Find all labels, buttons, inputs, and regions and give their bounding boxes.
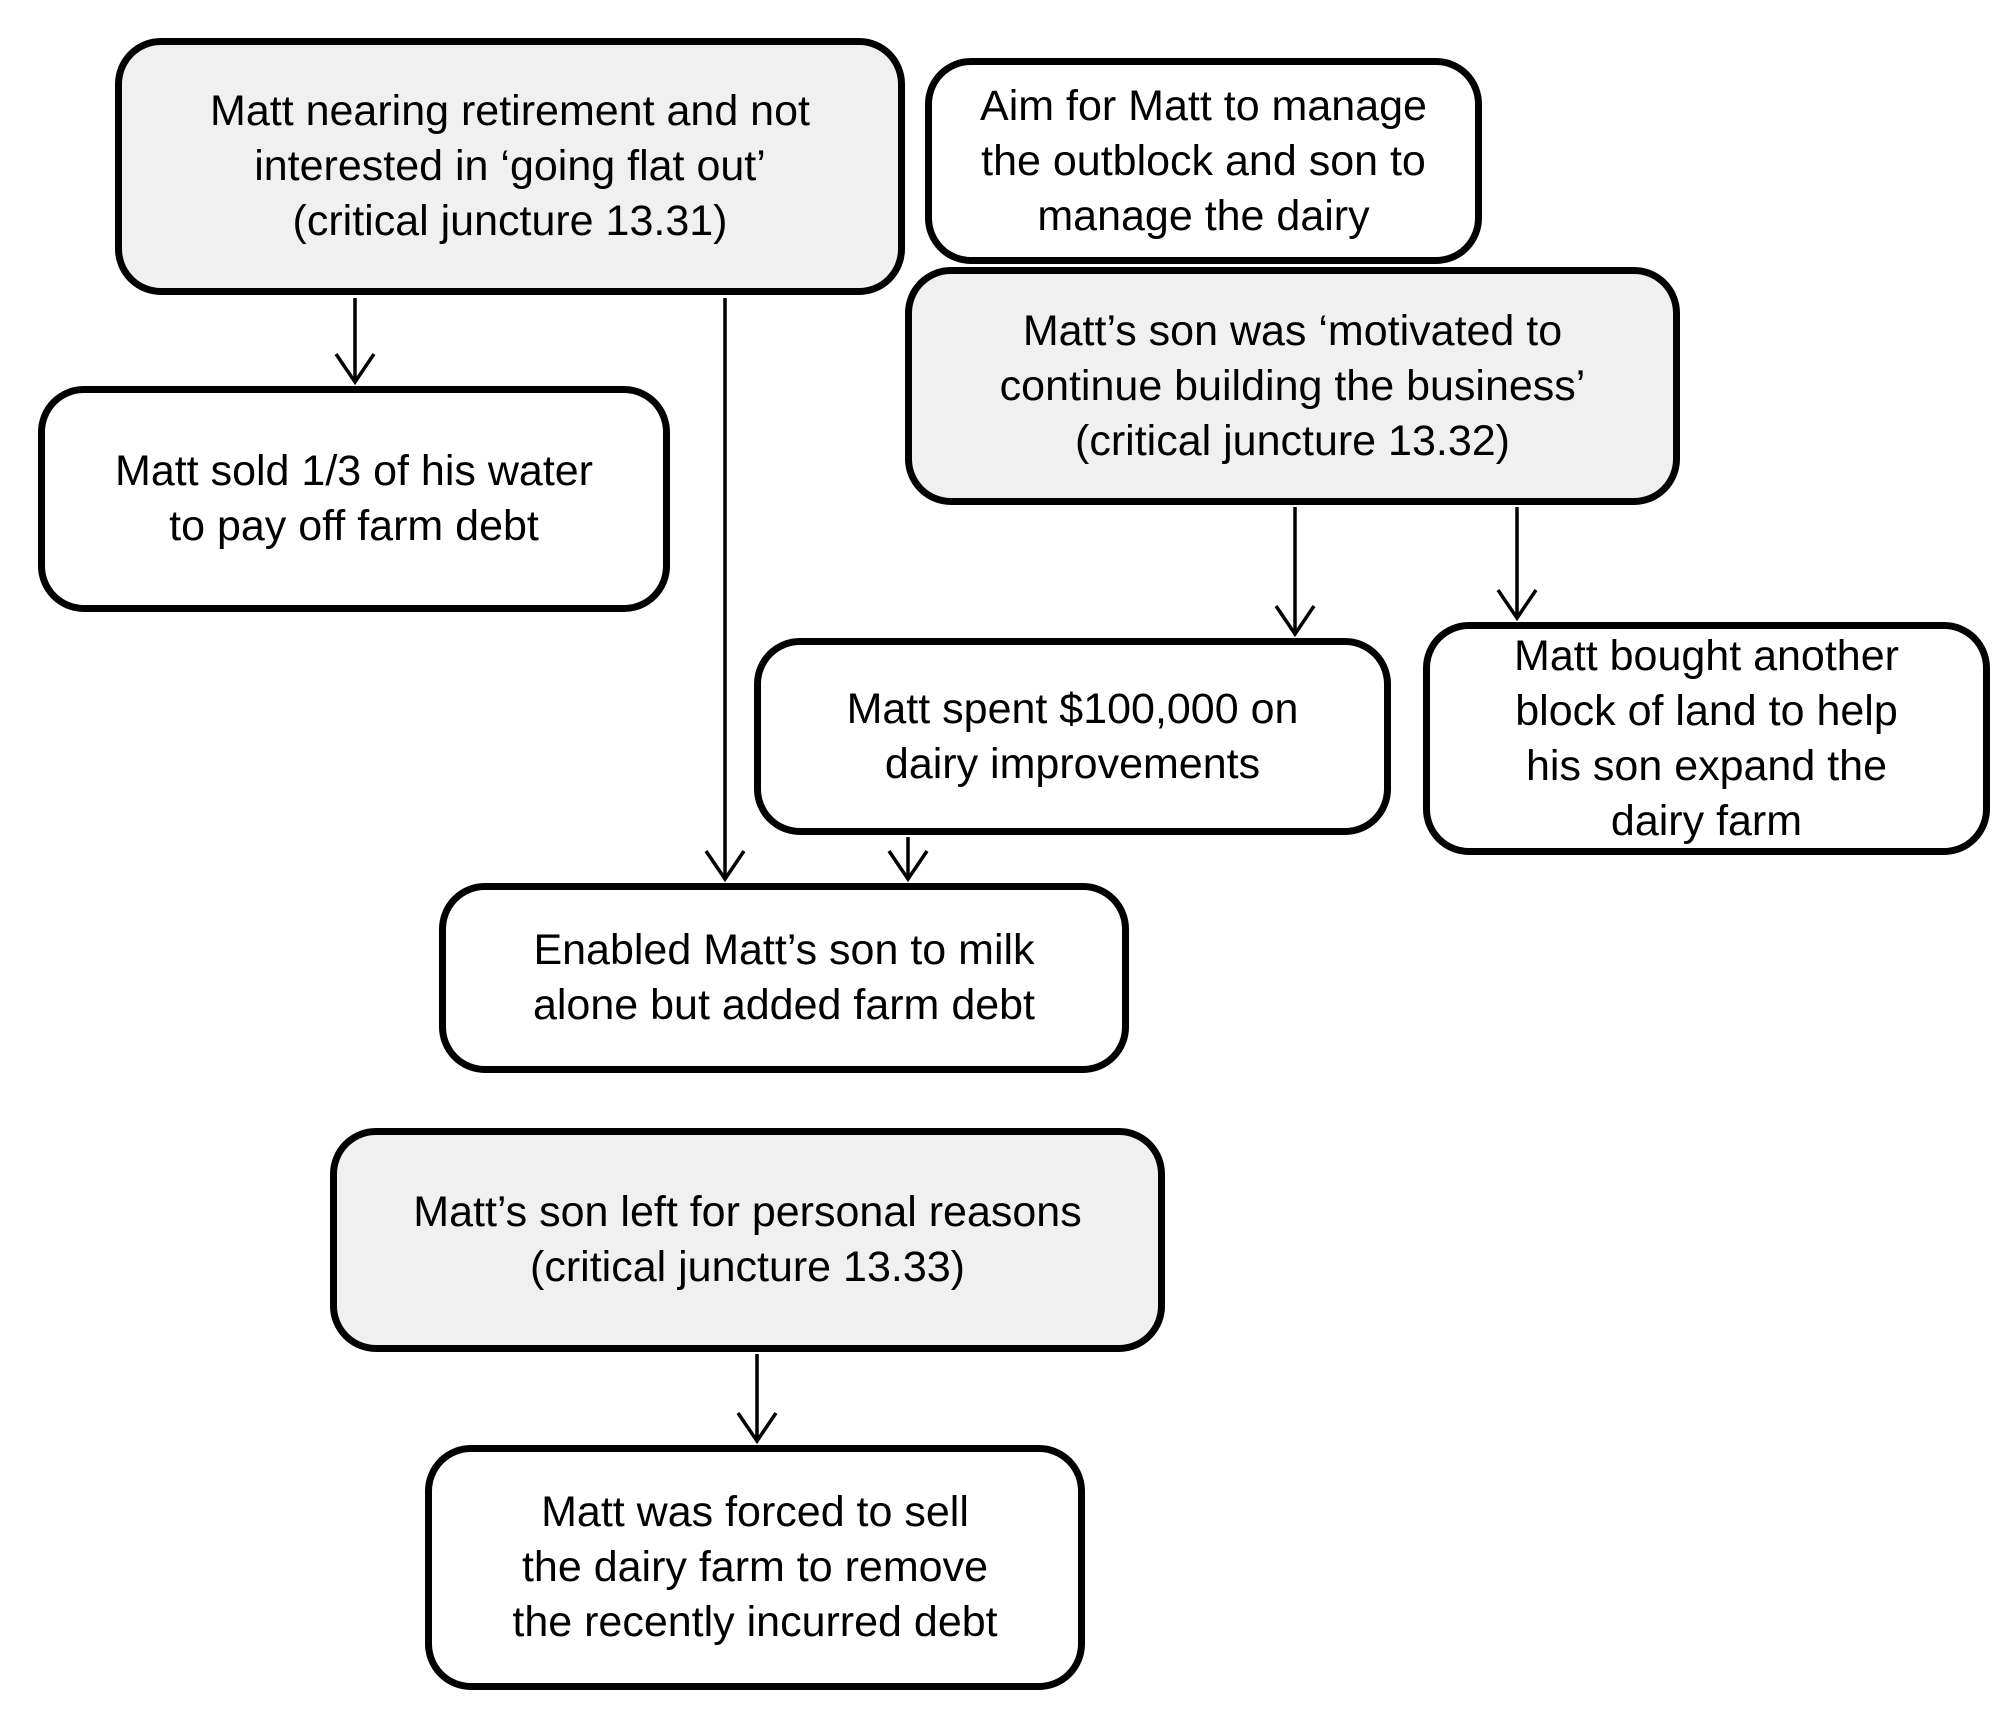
node-text-line: the outblock and son to: [981, 136, 1426, 185]
node-text-line: (critical juncture 13.33): [530, 1243, 965, 1291]
node-text-line: Matt spent $100,000 on: [846, 684, 1299, 733]
node-text-line: the dairy farm to remove: [521, 1543, 988, 1591]
node-text-line: the recently incurred debt: [512, 1598, 998, 1646]
arrow-son-left-to-forced-sell: [736, 1354, 778, 1445]
node-text-line: Aim for Matt to manage: [980, 81, 1427, 130]
node-aim-manage: Aim for Matt to manage the outblock and …: [925, 58, 1482, 264]
node-text-line: Matt bought another: [1514, 631, 1899, 680]
arrow-son-motivated-to-spent-100k: [1274, 507, 1316, 638]
node-text-line: Matt’s son was ‘motivated to: [1022, 306, 1563, 355]
node-text-line: dairy farm: [1610, 796, 1803, 845]
node-milk-alone: Enabled Matt’s son to milk alone but add…: [439, 883, 1129, 1073]
node-text-line: (critical juncture 13.31): [292, 197, 728, 245]
node-text-line: to pay off farm debt: [169, 502, 539, 550]
arrow-spent-100k-to-milk-alone: [887, 837, 929, 883]
node-son-left: Matt’s son left for personal reasons (cr…: [330, 1128, 1165, 1352]
node-nearing-retirement: Matt nearing retirement and not interest…: [115, 38, 905, 295]
node-text-line: block of land to help: [1515, 686, 1898, 735]
node-text-line: alone but added farm debt: [532, 981, 1036, 1029]
node-text-line: Matt nearing retirement and not: [210, 87, 810, 135]
node-text-line: his son expand the: [1526, 741, 1887, 790]
node-text-line: interested in ‘going flat out’: [254, 142, 766, 190]
node-forced-sell: Matt was forced to sell the dairy farm t…: [425, 1445, 1085, 1690]
node-text-line: dairy improvements: [884, 739, 1261, 788]
node-text-line: Matt’s son left for personal reasons: [413, 1188, 1082, 1236]
node-sold-water: Matt sold 1/3 of his water to pay off fa…: [38, 386, 670, 612]
arrow-nearing-retirement-to-milk-alone: [704, 298, 746, 883]
node-text-line: Enabled Matt’s son to milk: [533, 926, 1035, 974]
node-spent-100k: Matt spent $100,000 on dairy improvement…: [754, 638, 1391, 835]
arrow-son-motivated-to-bought-land: [1496, 507, 1538, 622]
node-bought-land: Matt bought another block of land to hel…: [1423, 622, 1990, 855]
node-text-line: (critical juncture 13.32): [1075, 416, 1510, 465]
node-text-line: continue building the business’: [999, 361, 1586, 410]
node-text-line: manage the dairy: [1037, 191, 1370, 240]
node-text-line: Matt sold 1/3 of his water: [115, 447, 593, 495]
node-text-line: Matt was forced to sell: [541, 1488, 969, 1536]
arrow-nearing-retirement-to-sold-water: [334, 298, 376, 386]
node-son-motivated: Matt’s son was ‘motivated to continue bu…: [905, 267, 1680, 505]
